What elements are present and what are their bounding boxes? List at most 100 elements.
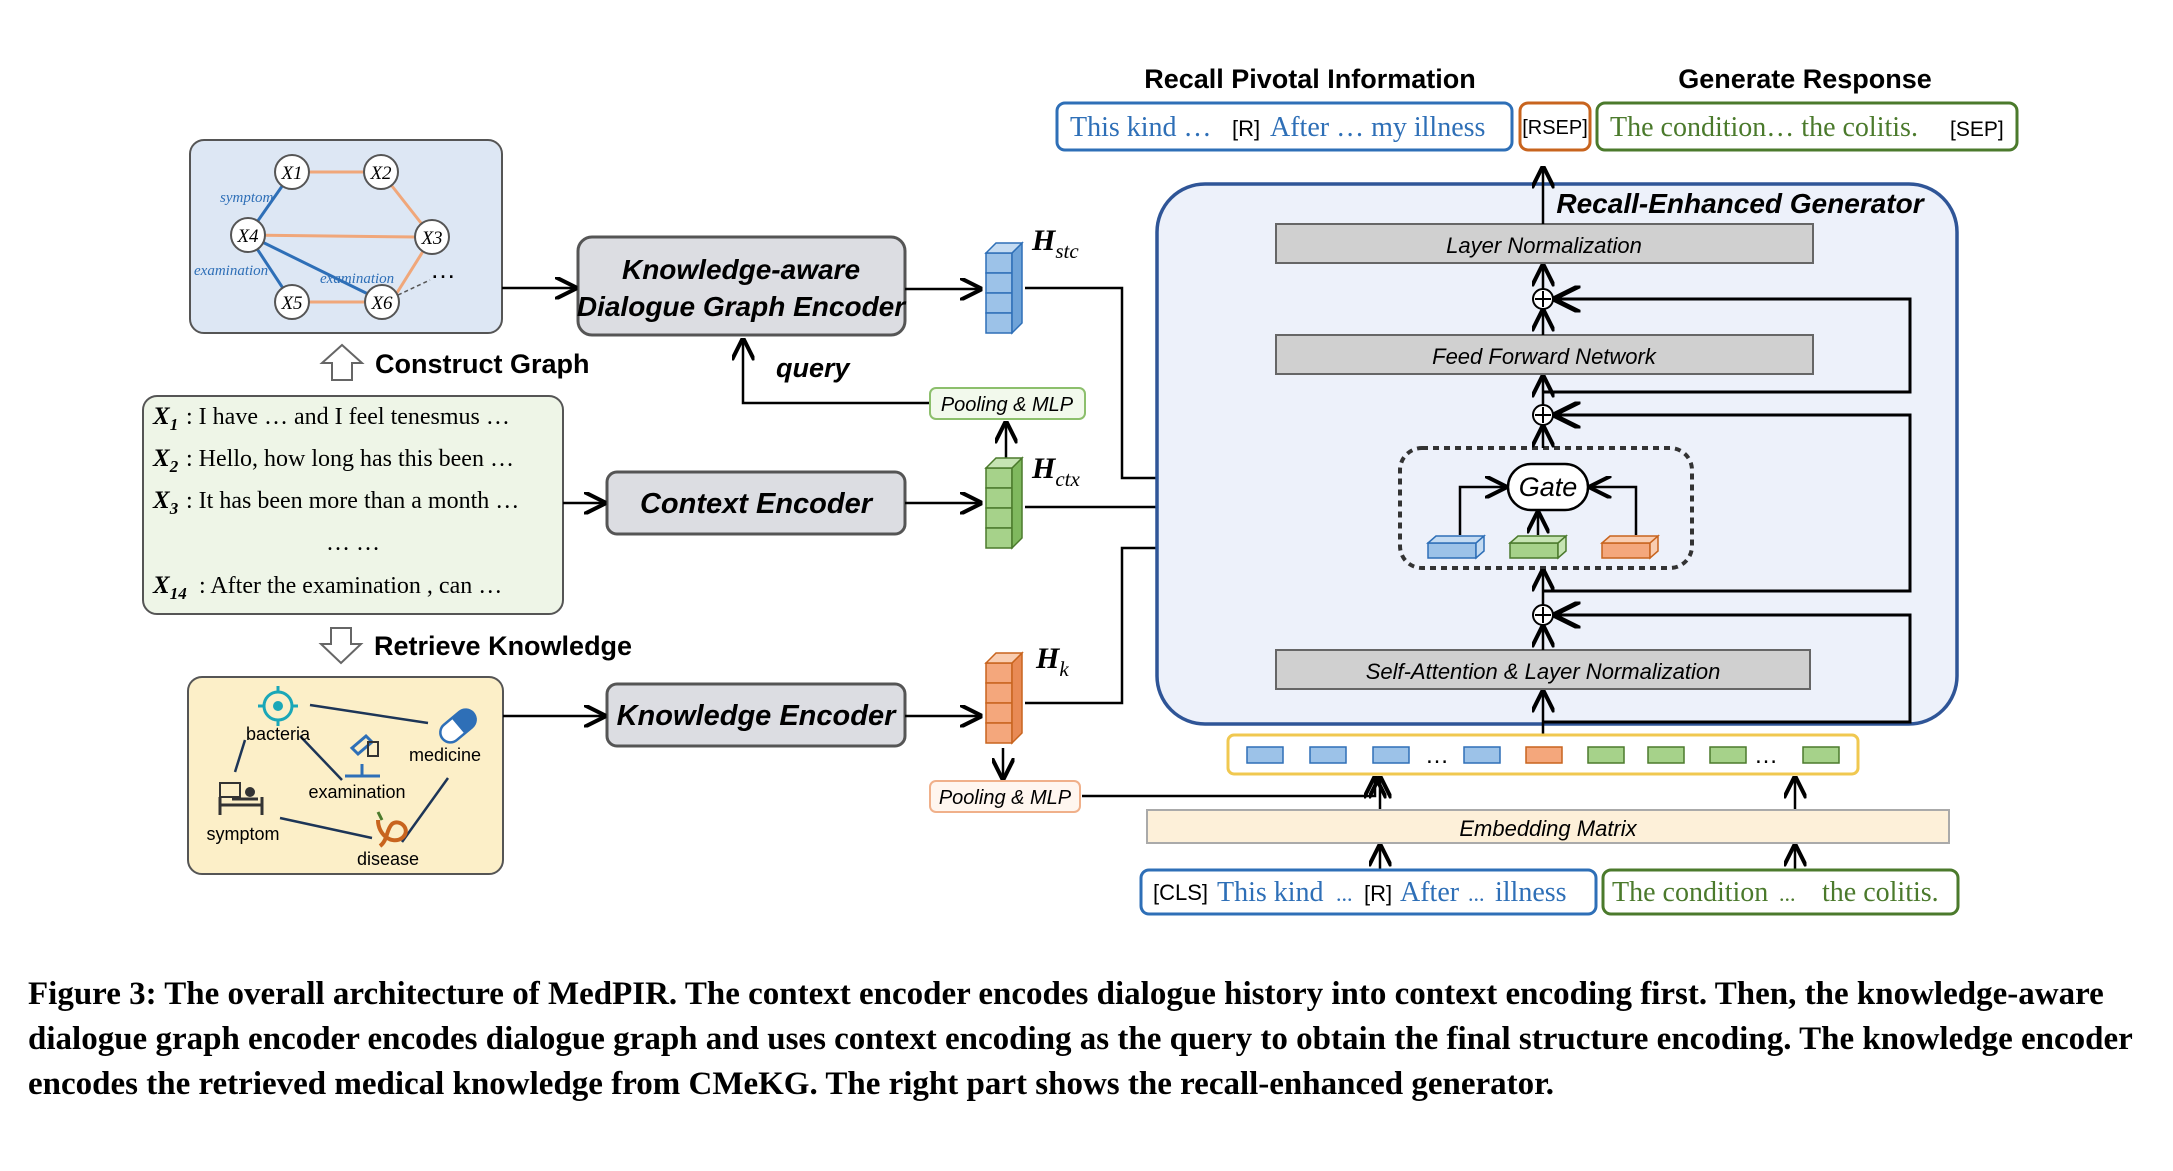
pooling-mlp-bottom-box bbox=[929, 780, 1081, 813]
dialogue-line-14-text: : After the examination , can … bbox=[199, 573, 502, 599]
dialogue-line-1-sub: 1 bbox=[170, 415, 179, 434]
knowledge-encoder: Knowledge Encoder bbox=[605, 682, 907, 748]
graph-node-x3-label: X3 bbox=[420, 228, 442, 249]
graph-node-x3 bbox=[414, 219, 450, 255]
embedding-matrix-label: Embedding Matrix bbox=[1459, 816, 1637, 841]
input-recall-box bbox=[1139, 868, 1598, 916]
dialogue-line-1-x: X bbox=[152, 403, 171, 430]
input-dots-b: ... bbox=[1468, 881, 1485, 906]
pooling-mlp-top: Pooling & MLP bbox=[941, 394, 1074, 416]
knowledge-encoder-label: Knowledge Encoder bbox=[617, 700, 897, 732]
graph-edge-exam-left: examination bbox=[194, 263, 268, 279]
dialogue-line-2-sub: 2 bbox=[169, 457, 179, 476]
recall-header: Recall Pivotal Information bbox=[1144, 64, 1476, 94]
dialogue-line-3-text: : It has been more than a month … bbox=[186, 488, 519, 514]
generator-title: Recall-Enhanced Generator bbox=[1556, 188, 1925, 219]
input-recall-c: illness bbox=[1495, 877, 1567, 908]
h-k-sub: k bbox=[1059, 657, 1069, 681]
graph-node-x5 bbox=[274, 284, 310, 320]
input-dots-a: ... bbox=[1336, 881, 1353, 906]
construct-graph-label: Construct Graph bbox=[375, 349, 590, 379]
h-stc-label: Hstc bbox=[1031, 224, 1079, 263]
dialogue-context-panel: X1 : I have … and I feel tenesmus … X2 :… bbox=[142, 395, 564, 615]
knowledge-panel: bacteria medicine examination symptom di… bbox=[187, 676, 504, 875]
gate-label: Gate bbox=[1519, 472, 1578, 502]
input-recall-b: After bbox=[1400, 877, 1460, 908]
dialogue-line-14-sub: 14 bbox=[170, 584, 187, 603]
graph-edge-exam-right: examination bbox=[320, 271, 394, 287]
dialogue-line-1-speaker: X1 bbox=[152, 403, 178, 434]
token-embedding-row: … … bbox=[1226, 733, 1860, 776]
gate-region bbox=[1398, 446, 1694, 570]
h-ctx-stack bbox=[984, 456, 1024, 550]
input-response-a: The condition bbox=[1612, 877, 1768, 908]
graph-node-x4-label: X4 bbox=[236, 226, 259, 247]
pooling-mlp-bottom: Pooling & MLP bbox=[939, 787, 1072, 809]
add-icon-bottom bbox=[1532, 604, 1554, 626]
graph-edge-symptom: symptom bbox=[220, 190, 273, 206]
microscope-icon bbox=[345, 733, 380, 778]
graph-encoder-line2: Dialogue Graph Encoder bbox=[577, 291, 907, 322]
medicine-icon bbox=[439, 708, 477, 744]
output-sep: [SEP] bbox=[1950, 118, 2004, 141]
dialogue-line-14-x: X bbox=[152, 572, 171, 599]
dialogue-line-2-speaker: X2 bbox=[152, 445, 179, 476]
h-ctx-h: H bbox=[1031, 452, 1057, 485]
token-dots-1: … bbox=[1425, 742, 1449, 769]
graph-node-x4 bbox=[230, 217, 266, 253]
graph-node-x1-label: X1 bbox=[280, 163, 302, 184]
dialogue-line-3-sub: 3 bbox=[169, 499, 179, 518]
h-k-h: H bbox=[1035, 642, 1061, 675]
h-k-stack bbox=[984, 651, 1024, 745]
dialogue-line-ellipsis: … … bbox=[326, 530, 380, 556]
layer-norm-box bbox=[1275, 223, 1814, 264]
h-ctx-sub: ctx bbox=[1055, 467, 1080, 491]
output-recall-box bbox=[1055, 101, 1514, 152]
output-recall-a: This kind … bbox=[1070, 112, 1212, 143]
dialogue-line-3-speaker: X3 bbox=[152, 487, 179, 518]
embedding-matrix-box bbox=[1146, 809, 1950, 844]
figure-caption: Figure 3: The overall architecture of Me… bbox=[28, 976, 2133, 1102]
construct-graph-arrow bbox=[319, 343, 365, 381]
ffn-label: Feed Forward Network bbox=[1432, 344, 1657, 369]
knowledge-medicine: medicine bbox=[409, 745, 481, 765]
h-stc-stack bbox=[984, 241, 1024, 335]
output-rsep-box bbox=[1518, 101, 1592, 152]
gate-box bbox=[1506, 462, 1590, 512]
query-label: query bbox=[776, 353, 852, 383]
graph-node-x5-label: X5 bbox=[280, 293, 302, 314]
self-attn-label: Self-Attention & Layer Normalization bbox=[1366, 659, 1721, 684]
input-recall-a: This kind bbox=[1217, 877, 1324, 908]
self-attn-box bbox=[1275, 649, 1811, 690]
input-sequence: [CLS] This kind ... [R] After ... illnes… bbox=[1139, 868, 1960, 916]
graph-encoder: Knowledge-aware Dialogue Graph Encoder bbox=[576, 235, 907, 337]
graph-encoder-line1: Knowledge-aware bbox=[622, 254, 860, 285]
h-stc-h: H bbox=[1031, 224, 1057, 257]
graph-node-x1 bbox=[274, 154, 310, 190]
input-response-box bbox=[1601, 868, 1960, 916]
gate-input-green bbox=[1508, 534, 1568, 560]
gate-input-orange bbox=[1600, 534, 1660, 560]
pooling-mlp-top-box bbox=[929, 387, 1086, 420]
context-encoder: Context Encoder bbox=[605, 470, 907, 536]
stomach-icon bbox=[376, 811, 408, 848]
dialogue-line-14-speaker: X14 bbox=[152, 572, 187, 603]
dialogue-line-2-x: X bbox=[152, 445, 171, 472]
input-response-b: the colitis. bbox=[1822, 877, 1939, 908]
ffn-box bbox=[1275, 334, 1814, 375]
dialogue-graph-panel: X1 X2 X3 X4 X5 X6 symptom examination ex… bbox=[189, 139, 503, 334]
hospital-bed-icon bbox=[218, 782, 264, 815]
dialogue-line-2-text: : Hello, how long has this been … bbox=[186, 446, 514, 472]
generate-header: Generate Response bbox=[1678, 64, 1932, 94]
add-icon-top bbox=[1532, 288, 1554, 310]
recall-enhanced-generator: Recall-Enhanced Generator Layer Normaliz… bbox=[1155, 168, 1959, 740]
architecture-diagram: Recall Pivotal Information Generate Resp… bbox=[142, 64, 2019, 916]
output-r-token: [R] bbox=[1232, 116, 1260, 141]
output-recall-b: After … my illness bbox=[1270, 112, 1485, 143]
add-icon-mid bbox=[1532, 404, 1554, 426]
output-response: The condition… the colitis. bbox=[1610, 112, 1918, 143]
input-cls: [CLS] bbox=[1153, 880, 1208, 905]
knowledge-examination: examination bbox=[308, 782, 405, 802]
output-rsep: [RSEP] bbox=[1522, 117, 1588, 139]
input-r-token: [R] bbox=[1364, 881, 1392, 906]
